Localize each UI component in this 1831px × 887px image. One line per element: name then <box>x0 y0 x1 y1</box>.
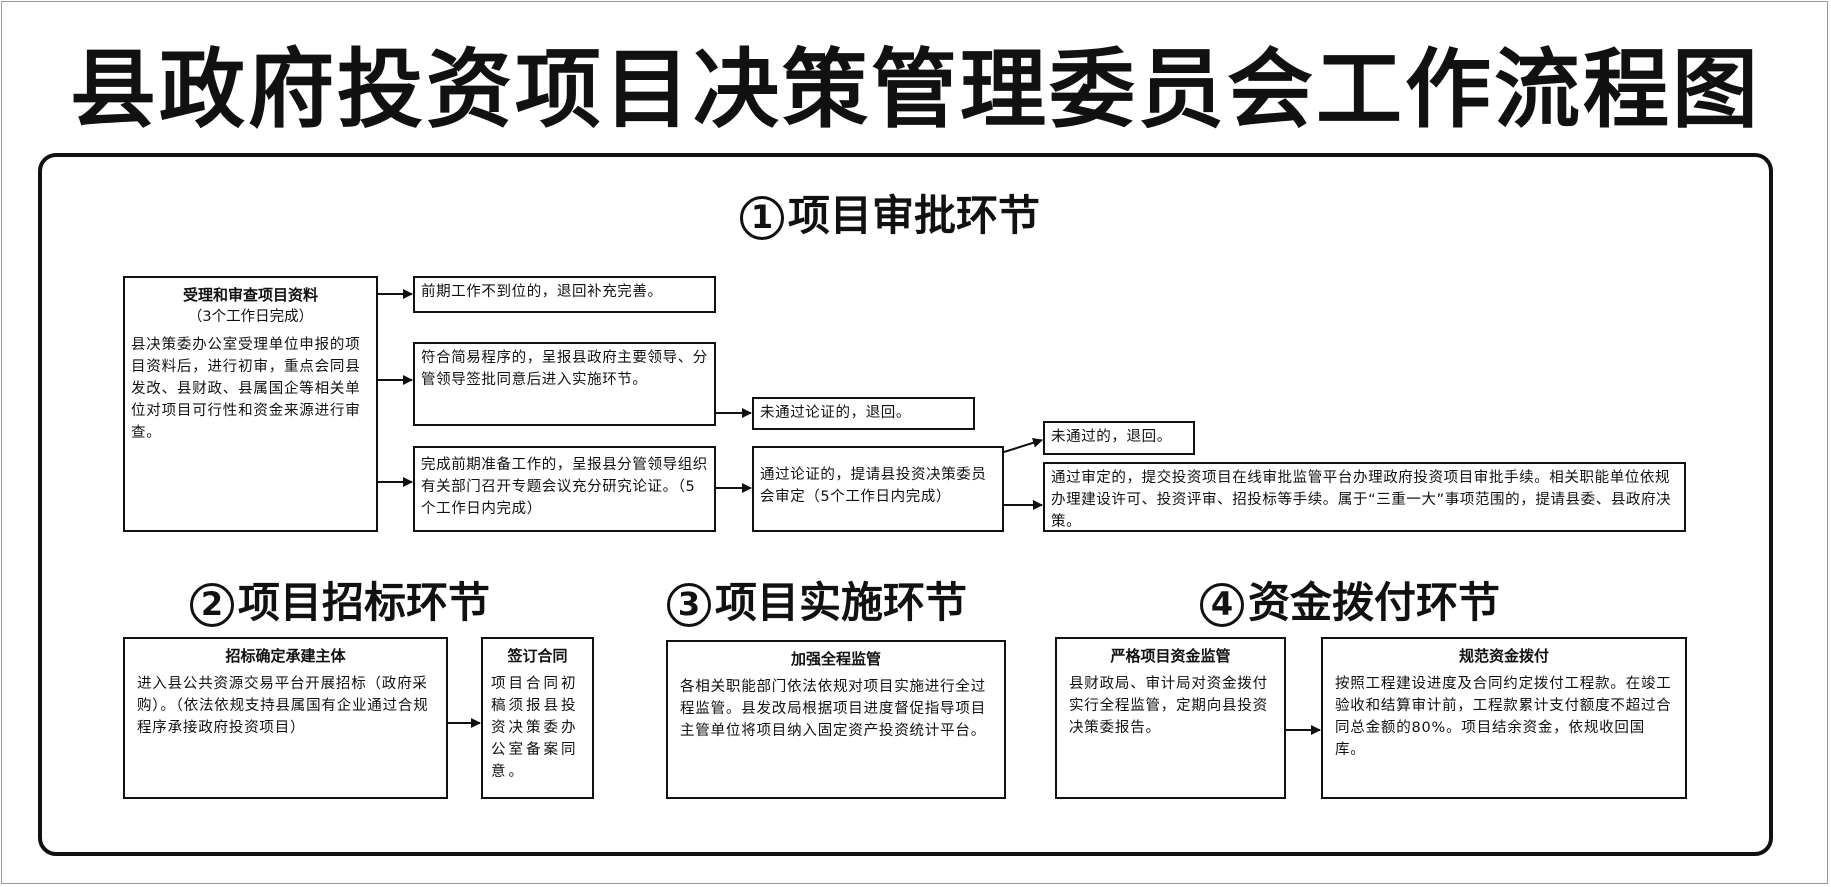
fund-supervision-title: 严格项目资金监管 <box>1110 647 1231 665</box>
contract-title: 签订合同 <box>507 647 568 665</box>
receive-review-subtitle: （3个工作日完成） <box>187 309 314 325</box>
flowchart-frame <box>38 153 1773 856</box>
failed-review-box: 未通过的，退回。 <box>1043 421 1195 455</box>
contract-body: 项目合同初稿须报县投资决策委办公室备案同意。 <box>491 676 579 780</box>
stage-3-number: 3 <box>667 583 711 627</box>
bidding-box: 招标确定承建主体 进入县公共资源交易平台开展招标（政府采购）。（依法依规支持县属… <box>123 637 448 799</box>
stage-1-title-text: 项目审批环节 <box>788 191 1041 240</box>
fund-payment-title: 规范资金拨付 <box>1458 647 1549 665</box>
fund-payment-body: 按照工程建设进度及合同约定拨付工程款。在竣工验收和结算审计前，工程款累计支付额度… <box>1335 676 1672 758</box>
stage-2-number: 2 <box>190 583 234 627</box>
bidding-title: 招标确定承建主体 <box>225 647 346 665</box>
fund-supervision-body: 县财政局、审计局对资金拨付实行全程监管，定期向县投资决策委报告。 <box>1069 676 1268 736</box>
receive-review-title: 受理和审查项目资料 <box>182 286 318 304</box>
simple-procedure-box: 符合简易程序的，呈报县政府主要领导、分管领导签批同意后进入实施环节。 <box>413 342 716 426</box>
stage-4-title-text: 资金拨付环节 <box>1248 578 1501 627</box>
receive-review-body: 县决策委办公室受理单位申报的项目资料后，进行初审，重点会同县发改、县财政、县属国… <box>131 337 361 441</box>
return-supplement-box: 前期工作不到位的，退回补充完善。 <box>413 276 716 313</box>
stage-1-number: 1 <box>740 196 784 240</box>
preparation-box: 完成前期准备工作的，呈报县分管领导组织有关部门召开专题会议充分研究论证。（5个工… <box>413 446 716 532</box>
supervision-body: 各相关职能部门依法依规对项目实施进行全过程监管。县发改局根据项目进度督促指导项目… <box>680 679 986 739</box>
stage-3-title-text: 项目实施环节 <box>715 578 968 627</box>
stage-2-title-text: 项目招标环节 <box>238 578 491 627</box>
bidding-body: 进入县公共资源交易平台开展招标（政府采购）。（依法依规支持县属国有企业通过合规程… <box>137 676 429 736</box>
main-title: 县政府投资项目决策管理委员会工作流程图 <box>70 39 1761 140</box>
passed-review-box: 通过审定的，提交投资项目在线审批监管平台办理政府投资项目审批手续。相关职能单位依… <box>1043 462 1686 532</box>
contract-box: 签订合同 项目合同初稿须报县投资决策委办公室备案同意。 <box>481 637 594 799</box>
supervision-title: 加强全程监管 <box>790 650 881 668</box>
failed-demonstration-box: 未通过论证的，退回。 <box>752 397 975 430</box>
passed-demonstration-box: 通过论证的，提请县投资决策委员会审定（5个工作日内完成） <box>752 446 1004 532</box>
supervision-box: 加强全程监管 各相关职能部门依法依规对项目实施进行全过程监管。县发改局根据项目进… <box>666 640 1006 799</box>
stage-4-number: 4 <box>1200 583 1244 627</box>
receive-review-box: 受理和审查项目资料 （3个工作日完成） 县决策委办公室受理单位申报的项目资料后，… <box>123 276 378 532</box>
fund-supervision-box: 严格项目资金监管 县财政局、审计局对资金拨付实行全程监管，定期向县投资决策委报告… <box>1055 637 1286 799</box>
fund-payment-box: 规范资金拨付 按照工程建设进度及合同约定拨付工程款。在竣工验收和结算审计前，工程… <box>1321 637 1687 799</box>
